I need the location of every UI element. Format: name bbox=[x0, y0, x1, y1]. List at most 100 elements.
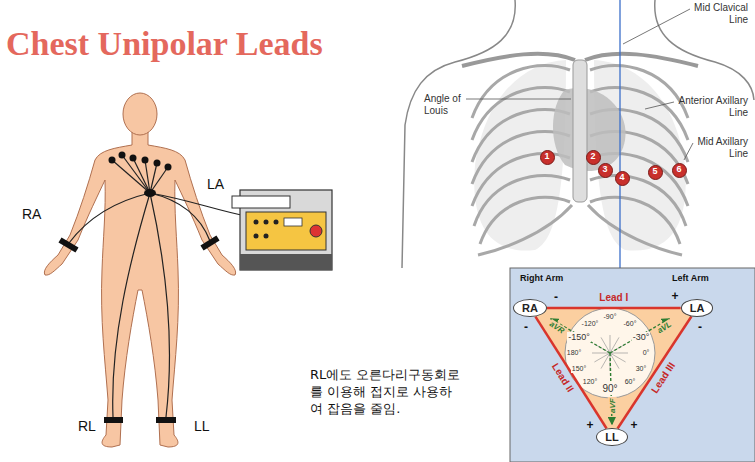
polarity-sign: + bbox=[670, 290, 679, 304]
node-text: 2 bbox=[590, 152, 595, 162]
human-body-part bbox=[44, 132, 235, 447]
rib-cage-part bbox=[478, 205, 572, 255]
ecg-machine-part bbox=[254, 220, 259, 225]
electrode-wires bbox=[69, 155, 246, 417]
page-title: Chest Unipolar Leads bbox=[6, 24, 323, 63]
electrodes-part bbox=[142, 157, 149, 164]
einthoven-panel-part bbox=[510, 268, 755, 462]
leader-lines-part bbox=[645, 102, 674, 109]
augmented-lead-label: aVL bbox=[654, 320, 673, 337]
rib-cage bbox=[462, 54, 698, 255]
line-label: Angle of Louis bbox=[424, 93, 472, 116]
ecg-machine-part bbox=[246, 212, 326, 250]
rib-cage-part bbox=[588, 205, 682, 255]
electrodes-part bbox=[154, 160, 161, 167]
callout-number: 6 bbox=[672, 163, 687, 178]
electrodes-part bbox=[109, 157, 116, 164]
ecg-machine-part bbox=[310, 225, 322, 237]
polarity-sign: - bbox=[697, 321, 703, 335]
node-text: 4 bbox=[619, 173, 624, 183]
leader-lines-part bbox=[466, 99, 571, 100]
node-text: 6 bbox=[676, 165, 681, 175]
electrode-wires-part bbox=[133, 158, 150, 193]
lead-label: Lead I bbox=[597, 292, 630, 304]
augmented-lead-label: aVF bbox=[607, 398, 616, 415]
callout-number: 3 bbox=[598, 163, 613, 178]
limb-label: Left Arm bbox=[672, 273, 709, 283]
heart-part bbox=[573, 60, 587, 202]
angle-label: -120° bbox=[581, 320, 600, 328]
polarity-sign: - bbox=[553, 291, 559, 305]
angle-label: -30° bbox=[632, 332, 651, 342]
angle-label: 90° bbox=[601, 383, 618, 395]
electrodes bbox=[60, 152, 218, 421]
rib-cage-part bbox=[585, 54, 698, 66]
line-label: Mid Axillary Line bbox=[688, 136, 748, 159]
augmented-lead-label: aVR bbox=[547, 319, 567, 336]
callout-number: 4 bbox=[615, 171, 630, 186]
leader-lines-part bbox=[684, 143, 693, 160]
rib-cage-part bbox=[462, 54, 575, 66]
callout-number: 5 bbox=[648, 165, 663, 180]
electrode-oval: LA bbox=[681, 299, 714, 317]
angle-label: 60° bbox=[624, 378, 637, 386]
electrodes-part bbox=[104, 417, 123, 423]
heart-part bbox=[553, 88, 626, 171]
electrode-oval: LL bbox=[596, 428, 627, 446]
electrodes-part bbox=[60, 240, 77, 250]
einthoven-panel bbox=[510, 268, 755, 462]
einthoven-panel-part bbox=[530, 308, 697, 437]
node-text: LL bbox=[605, 431, 618, 443]
line-label: Mid Clavical Line bbox=[686, 2, 748, 25]
electrodes-part bbox=[202, 238, 218, 248]
electrodes-part bbox=[165, 164, 172, 171]
electrode-wires-part bbox=[145, 160, 150, 193]
electrode-label: LA bbox=[207, 176, 224, 192]
callout-number: 2 bbox=[586, 150, 601, 165]
lead-line bbox=[535, 317, 606, 429]
ecg-machine-part bbox=[284, 218, 302, 226]
leader-lines bbox=[466, 9, 693, 160]
electrode-wires-part bbox=[112, 160, 150, 193]
angle-label: 120° bbox=[582, 378, 598, 386]
polarity-sign: - bbox=[523, 321, 529, 335]
electrode-label: RA bbox=[22, 206, 41, 222]
node-text: 1 bbox=[544, 152, 549, 162]
angle-label: 30° bbox=[635, 365, 648, 373]
node-text: 5 bbox=[652, 167, 657, 177]
ecg-machine-part bbox=[274, 220, 279, 225]
ecg-machine-part bbox=[264, 234, 269, 239]
node-text: RA bbox=[522, 302, 538, 314]
electrode-oval: RA bbox=[513, 299, 547, 317]
callout-number: 1 bbox=[540, 150, 555, 165]
ecg-machine bbox=[232, 190, 332, 270]
einthoven-panel-part bbox=[551, 319, 669, 424]
ecg-machine-part bbox=[232, 196, 290, 208]
angle-label: 0° bbox=[642, 349, 651, 357]
electrodes-part bbox=[144, 189, 156, 197]
electrode-wires-part bbox=[113, 193, 150, 417]
polarity-sign: + bbox=[585, 419, 594, 433]
node-text: 3 bbox=[602, 165, 607, 175]
lead-label: Lead III bbox=[647, 359, 678, 397]
angle-label: -60° bbox=[623, 320, 638, 328]
lungs bbox=[474, 60, 686, 251]
chest-outline bbox=[402, 0, 754, 268]
angle-label: 180° bbox=[566, 349, 582, 357]
lead-line bbox=[547, 307, 681, 310]
electrode-wires-part bbox=[150, 193, 210, 241]
limb-label: Right Arm bbox=[520, 273, 563, 283]
ecg-machine-part bbox=[254, 234, 259, 239]
electrode-wires-part bbox=[150, 193, 169, 417]
lead-line bbox=[618, 316, 692, 428]
electrode-wires-part bbox=[122, 155, 150, 193]
leader-lines-part bbox=[623, 9, 690, 44]
electrode-label: RL bbox=[78, 418, 96, 434]
polarity-sign: + bbox=[629, 419, 638, 433]
angle-label: -150° bbox=[567, 332, 591, 342]
chest-outline-part bbox=[655, 0, 754, 100]
ecg-machine-part bbox=[264, 220, 269, 225]
electrodes-part bbox=[130, 155, 137, 162]
note-text: RL에도 오른다리구동회로를 이용해 접지로 사용하여 잡음을 줄임. bbox=[310, 366, 462, 417]
